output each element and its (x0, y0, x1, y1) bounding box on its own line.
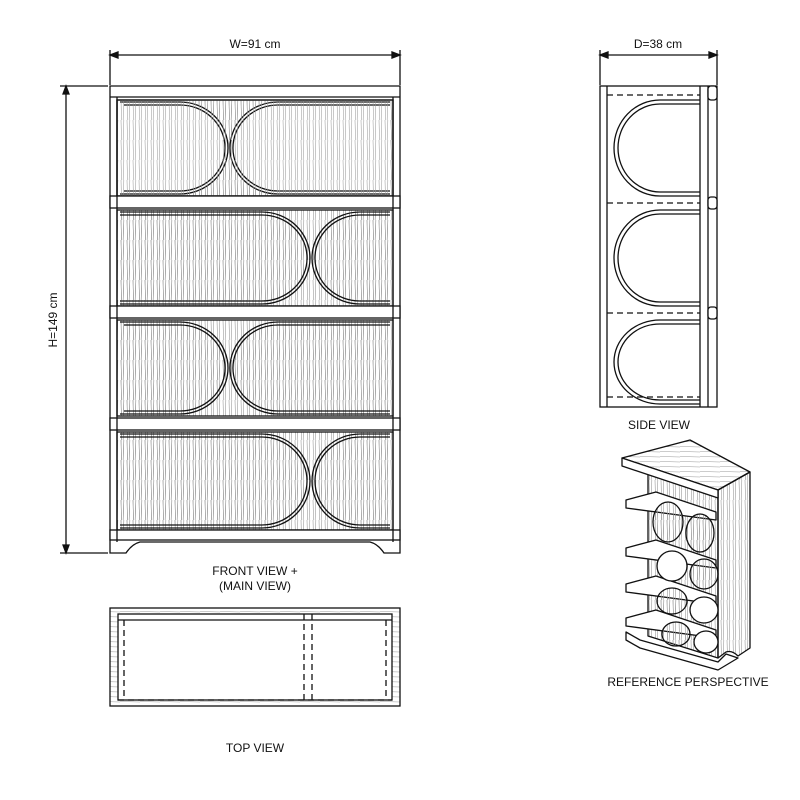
top-view-label: TOP VIEW (226, 741, 285, 755)
width-dimension (108, 50, 402, 85)
depth-dimension (598, 50, 719, 85)
front-outline (109, 85, 401, 554)
height-dimension (60, 84, 108, 555)
height-label: H=149 cm (46, 292, 60, 347)
front-shelves (109, 195, 401, 541)
side-view: D=38 cm (598, 37, 719, 408)
width-label: W=91 cm (229, 37, 280, 51)
front-view: W=91 cm H=149 cm (46, 37, 402, 555)
reference-perspective (621, 439, 751, 671)
front-view-label: FRONT VIEW + (212, 564, 297, 578)
top-view (109, 607, 401, 707)
perspective-label: REFERENCE PERSPECTIVE (607, 675, 768, 689)
side-view-label: SIDE VIEW (628, 418, 691, 432)
depth-label: D=38 cm (634, 37, 682, 51)
front-view-sublabel: (MAIN VIEW) (219, 579, 291, 593)
